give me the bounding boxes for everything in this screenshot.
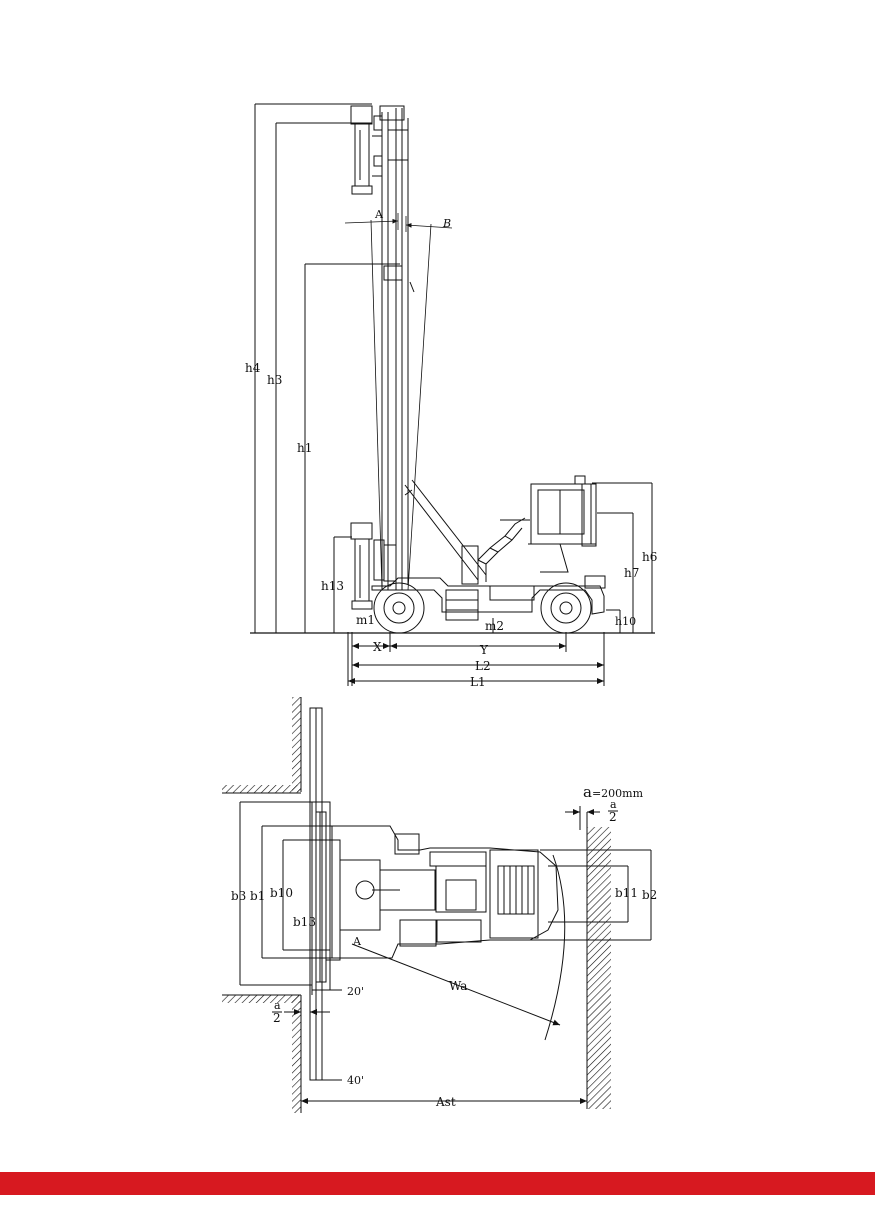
- label-x: X: [373, 640, 382, 654]
- label-b2: b2: [642, 888, 657, 902]
- label-a: A: [374, 208, 384, 221]
- dimension-h7: [597, 512, 634, 633]
- truck-body-top-view: [331, 825, 559, 959]
- label-m2: m2: [485, 619, 504, 633]
- dimension-h4: [254, 103, 372, 633]
- dimension-l2: [352, 632, 605, 686]
- dimension-b3: [239, 801, 312, 986]
- left-wall-upper: [292, 697, 301, 792]
- label-l1: L1: [470, 675, 486, 689]
- label-b11: b11: [615, 886, 638, 900]
- side-view: [250, 103, 655, 686]
- left-wall-lower: [292, 995, 301, 1113]
- label-l2: L2: [475, 659, 491, 673]
- label-b: B: [442, 217, 451, 230]
- dimension-h13: [333, 536, 352, 633]
- left-wall-upper-ledge: [222, 785, 301, 793]
- label-ast: Ast: [435, 1095, 456, 1109]
- label-half-den-right: 2: [609, 810, 617, 824]
- front-wheel: [373, 582, 425, 634]
- chassis: [371, 545, 606, 621]
- dimension-l1: [347, 632, 604, 686]
- label-h7: h7: [624, 566, 639, 580]
- left-wall-lower-ledge: [222, 995, 301, 1003]
- tilt-envelope: [344, 213, 453, 591]
- label-half-num-right: a: [610, 798, 617, 811]
- label-b13: b13: [293, 915, 316, 929]
- dimension-b1: [261, 825, 332, 959]
- dimension-b10: [282, 839, 330, 951]
- label-a-note: a=200mm: [583, 783, 644, 801]
- label-h6: h6: [642, 550, 657, 564]
- mast: [379, 105, 415, 590]
- dimension-h10: [606, 609, 621, 633]
- label-half-num-left: a: [274, 999, 281, 1012]
- dimension-h1: [304, 263, 400, 633]
- spreader-raised: [350, 105, 383, 195]
- footer-accent-bar: [0, 1172, 875, 1195]
- label-h1: h1: [297, 441, 312, 455]
- top-view-labels: b3 b1 b10 b13 b11 b2 Wa Ast 20' 40' A a=…: [231, 783, 657, 1109]
- dimension-x: [351, 632, 391, 686]
- dimension-h3: [275, 122, 372, 633]
- label-y: Y: [479, 643, 489, 657]
- dimension-clear-20: [311, 985, 342, 995]
- label-h13: h13: [321, 579, 344, 593]
- label-wa: Wa: [449, 979, 467, 993]
- dimension-a-half-right: [565, 806, 600, 830]
- side-view-labels: h4 h3 h1 h13 h6 h7 h10 m1 m2 X Y L2 L1 A…: [245, 208, 657, 689]
- label-b10: b10: [270, 886, 293, 900]
- label-h4: h4: [245, 361, 261, 375]
- dimension-h6: [592, 482, 653, 633]
- operator-cab: [477, 475, 597, 582]
- dimension-b2: [530, 849, 652, 941]
- label-a-note-value: =200mm: [592, 787, 644, 800]
- turning-radius: [351, 854, 566, 1041]
- label-pivot: A: [352, 935, 362, 948]
- dimension-b11: [548, 865, 629, 923]
- label-clear-40: 40': [347, 1074, 364, 1087]
- label-h10: h10: [615, 615, 636, 628]
- lift-arm: [404, 479, 487, 581]
- label-b3: b3: [231, 889, 246, 903]
- right-wall: [587, 827, 611, 1109]
- label-m1: m1: [356, 613, 375, 627]
- label-h3: h3: [267, 373, 282, 387]
- label-half-den-left: 2: [273, 1011, 281, 1025]
- spreader-lowered: [350, 522, 397, 610]
- top-view: [222, 697, 652, 1113]
- label-clear-20: 20': [347, 985, 364, 998]
- label-b1: b1: [250, 889, 265, 903]
- dimension-y: [390, 632, 567, 652]
